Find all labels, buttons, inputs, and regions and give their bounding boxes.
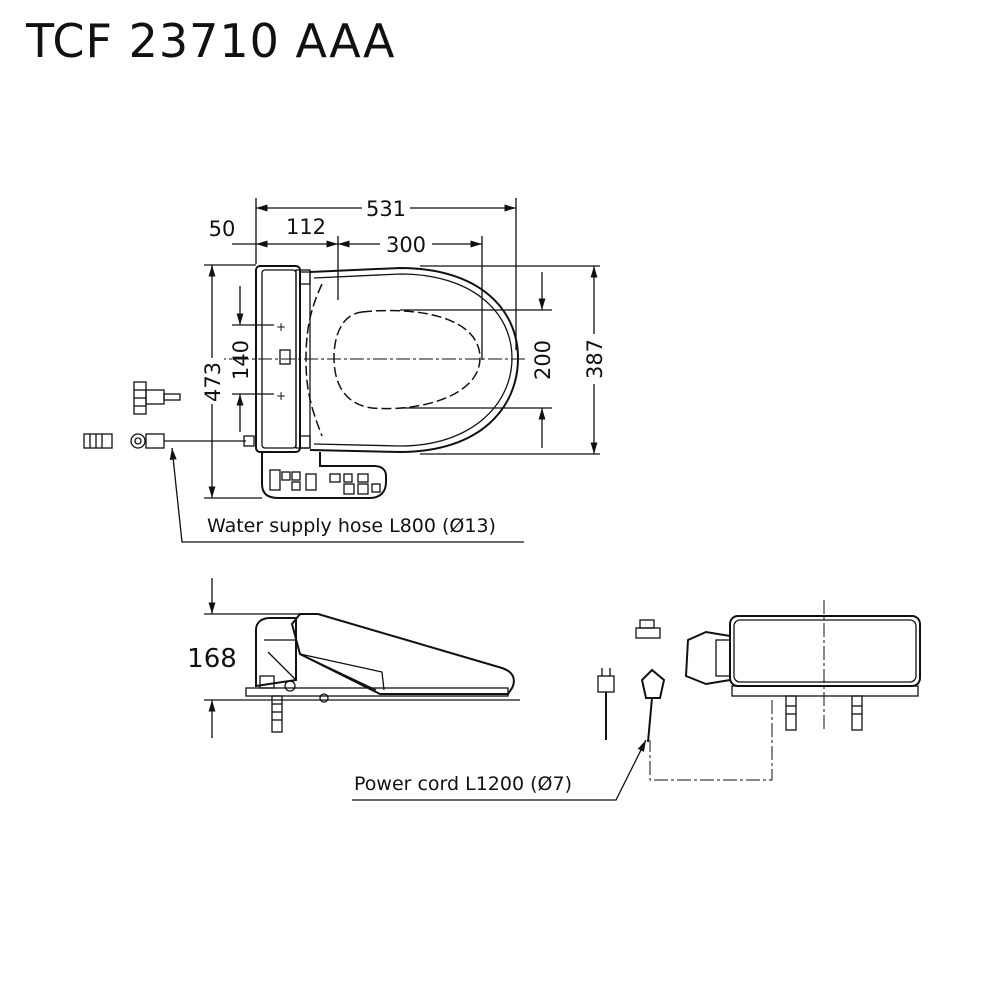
power-cord-note: Power cord L1200 (Ø7) (354, 773, 572, 795)
seat-outline (309, 266, 520, 454)
dim-473: 473 (201, 362, 225, 402)
side-view: 168 (182, 578, 520, 738)
hose-connector-icon (83, 433, 255, 449)
model-title: TCF 23710 AAA (26, 14, 396, 68)
plug-clip-icon (635, 619, 661, 639)
top-view: + + 531 (83, 194, 607, 543)
dim-300: 300 (386, 233, 426, 257)
dim-112: 112 (286, 215, 326, 239)
plug-body-icon (640, 668, 666, 743)
control-panel-buttons (269, 469, 381, 495)
indicator-light (279, 349, 291, 365)
dim-531: 531 (366, 197, 406, 221)
control-panel (261, 452, 387, 499)
seat-opening (333, 309, 481, 410)
power-plug-icon (597, 668, 615, 740)
svg-text:+: + (276, 320, 286, 334)
side-lid (290, 613, 515, 695)
dim-387: 387 (583, 339, 607, 379)
dim-50: 50 (209, 217, 236, 241)
dim-168: 168 (187, 644, 237, 674)
dim-140: 140 (229, 340, 253, 380)
side-rear-body (255, 617, 297, 688)
dim-200: 200 (531, 340, 555, 380)
water-supply-note: Water supply hose L800 (Ø13) (207, 515, 496, 537)
water-valve-icon (133, 381, 181, 415)
rear-lid-box (729, 615, 921, 687)
svg-text:+: + (276, 389, 286, 403)
rear-view: Power cord L1200 (Ø7) (352, 600, 921, 801)
